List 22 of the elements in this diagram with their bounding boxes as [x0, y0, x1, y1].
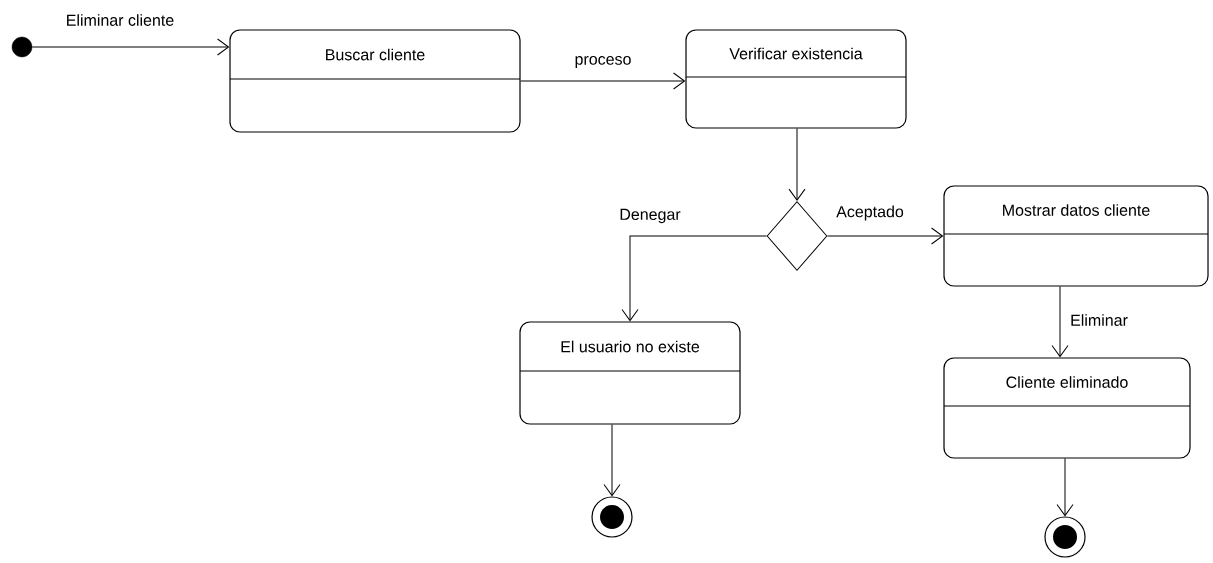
arrow [520, 72, 686, 90]
arrow [1056, 458, 1074, 517]
edge-label: Denegar [620, 208, 681, 224]
state-box: Buscar cliente [229, 29, 521, 133]
decision-diamond [766, 201, 828, 271]
arrow [827, 227, 944, 245]
arrow [31, 38, 230, 56]
state-box: Verificar existencia [685, 29, 907, 129]
arrow [1051, 286, 1069, 358]
state-box: Mostrar datos cliente [943, 185, 1209, 287]
edge-label: proceso [575, 56, 631, 68]
edge-label: Eliminar cliente [67, 14, 174, 26]
arrow [621, 235, 767, 322]
arrow [788, 128, 806, 201]
state-box: Cliente eliminado [943, 357, 1191, 459]
final-state [1044, 516, 1086, 558]
arrow [603, 424, 621, 497]
edge-label: Eliminar [1071, 314, 1128, 326]
final-state [591, 496, 633, 538]
initial-state [11, 36, 33, 58]
state-box: El usuario no existe [519, 321, 741, 425]
edge-label: Aceptado [836, 205, 904, 221]
